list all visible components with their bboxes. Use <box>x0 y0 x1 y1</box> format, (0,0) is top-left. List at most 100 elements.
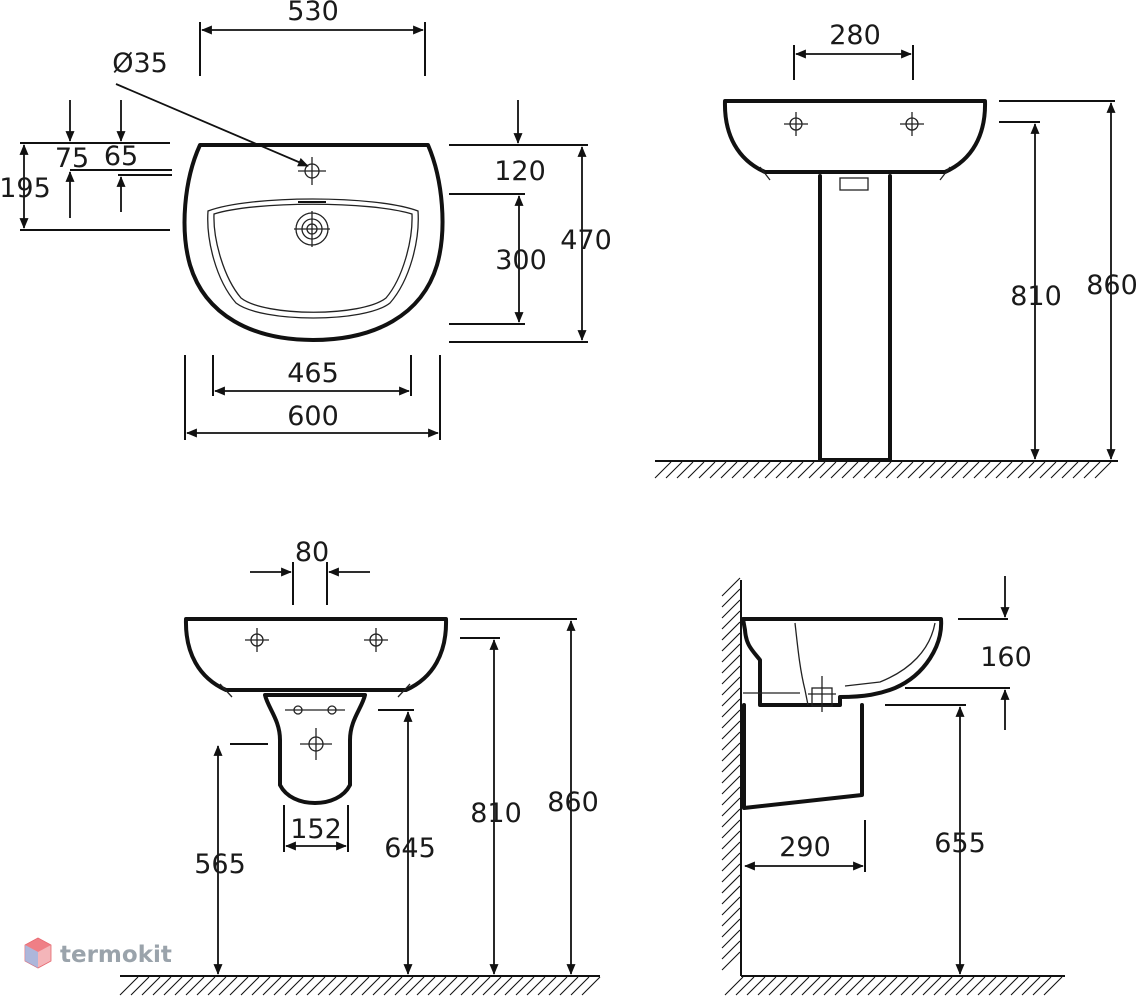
hatch-line <box>537 976 557 996</box>
hatch-line <box>721 643 741 663</box>
front-pedestal-view: 280 810 860 <box>654 20 1138 479</box>
hatch-line <box>1061 461 1079 479</box>
hatch-line <box>955 976 975 996</box>
hatch-line <box>416 976 436 996</box>
hatch-line <box>721 830 741 850</box>
dim-120: 120 <box>494 156 546 187</box>
hatch-line <box>229 976 249 996</box>
hatch-line <box>515 976 535 996</box>
hatch-line <box>438 976 458 996</box>
hatch-line <box>721 698 741 718</box>
hatch-line <box>218 976 238 996</box>
hatch-line <box>721 577 741 597</box>
hatch-line <box>1010 976 1030 996</box>
hatch-line <box>1050 461 1068 479</box>
hatch-line <box>999 976 1019 996</box>
hatch-line <box>1028 461 1046 479</box>
semi-basin-outline <box>183 617 449 692</box>
floor-hatching <box>724 976 1063 996</box>
hatch-line <box>698 461 716 479</box>
hatch-line <box>940 461 958 479</box>
hatch-line <box>819 461 837 479</box>
hatch-line <box>482 976 502 996</box>
dim-810-pedestal: 810 <box>1010 281 1062 312</box>
hatch-line <box>317 976 337 996</box>
hatch-line <box>709 461 727 479</box>
hatch-line <box>966 976 986 996</box>
hatch-line <box>721 731 741 751</box>
hatch-line <box>951 461 969 479</box>
hatch-line <box>995 461 1013 479</box>
hatch-line <box>273 976 293 996</box>
hatch-line <box>874 461 892 479</box>
hatch-line <box>721 819 741 839</box>
hatch-line <box>922 976 942 996</box>
hatch-line <box>721 720 741 740</box>
hatch-line <box>1021 976 1041 996</box>
dim-hole-diameter: Ø35 <box>112 48 168 79</box>
hatch-line <box>834 976 854 996</box>
dim-280: 280 <box>829 20 881 51</box>
hatch-line <box>790 976 810 996</box>
hatch-line <box>207 976 227 996</box>
hatch-line <box>878 976 898 996</box>
hatch-line <box>885 461 903 479</box>
hatch-line <box>339 976 359 996</box>
hatch-line <box>240 976 260 996</box>
hatch-line <box>746 976 766 996</box>
hatch-line <box>830 461 848 479</box>
hatch-line <box>665 461 683 479</box>
hatch-line <box>757 976 777 996</box>
hatch-line <box>361 976 381 996</box>
top-view: 530 Ø35 75 65 195 120 300 470 465 600 <box>0 0 612 440</box>
dim-465: 465 <box>287 358 339 389</box>
hatch-line <box>812 976 832 996</box>
hatch-line <box>328 976 348 996</box>
front-semi-pedestal-view: 80 152 565 645 810 860 <box>119 537 601 996</box>
hatch-line <box>581 976 601 996</box>
side-shroud-outline <box>742 703 864 810</box>
dim-160: 160 <box>980 642 1032 673</box>
hatch-line <box>721 929 741 949</box>
hatch-line <box>845 976 865 996</box>
hatch-line <box>676 461 694 479</box>
hatch-line <box>867 976 887 996</box>
hatch-line <box>350 976 370 996</box>
hatch-line <box>721 918 741 938</box>
hatch-line <box>721 907 741 927</box>
pedestal-basin-outline <box>722 99 988 174</box>
watermark-text: termokit <box>60 942 172 968</box>
hatch-line <box>764 461 782 479</box>
dim-300: 300 <box>495 245 547 276</box>
hatch-line <box>526 976 546 996</box>
hatch-line <box>721 709 741 729</box>
hatch-line <box>721 874 741 894</box>
dim-810-semi: 810 <box>470 798 522 829</box>
hatch-line <box>900 976 920 996</box>
hatch-line <box>984 461 1002 479</box>
tap-hole-icon <box>298 157 326 185</box>
hatch-line <box>1072 461 1090 479</box>
hatch-line <box>1083 461 1101 479</box>
dim-860-pedestal: 860 <box>1086 270 1138 301</box>
hatch-line <box>721 588 741 608</box>
hatch-line <box>141 976 161 996</box>
hatch-line <box>721 951 741 971</box>
dim-75: 75 <box>55 143 89 174</box>
hatch-line <box>721 610 741 630</box>
hatch-line <box>163 976 183 996</box>
hatch-line <box>720 461 738 479</box>
hatch-line <box>427 976 447 996</box>
hatch-line <box>449 976 469 996</box>
hatch-line <box>721 940 741 960</box>
hatch-line <box>152 976 172 996</box>
side-waste-icon <box>808 676 836 712</box>
hatch-line <box>306 976 326 996</box>
pedestal-column <box>818 174 892 462</box>
floor-hatching <box>119 976 601 996</box>
hatch-line <box>687 461 705 479</box>
hatch-line <box>808 461 826 479</box>
hatch-line <box>460 976 480 996</box>
hatch-line <box>1043 976 1063 996</box>
dim-470: 470 <box>560 225 612 256</box>
